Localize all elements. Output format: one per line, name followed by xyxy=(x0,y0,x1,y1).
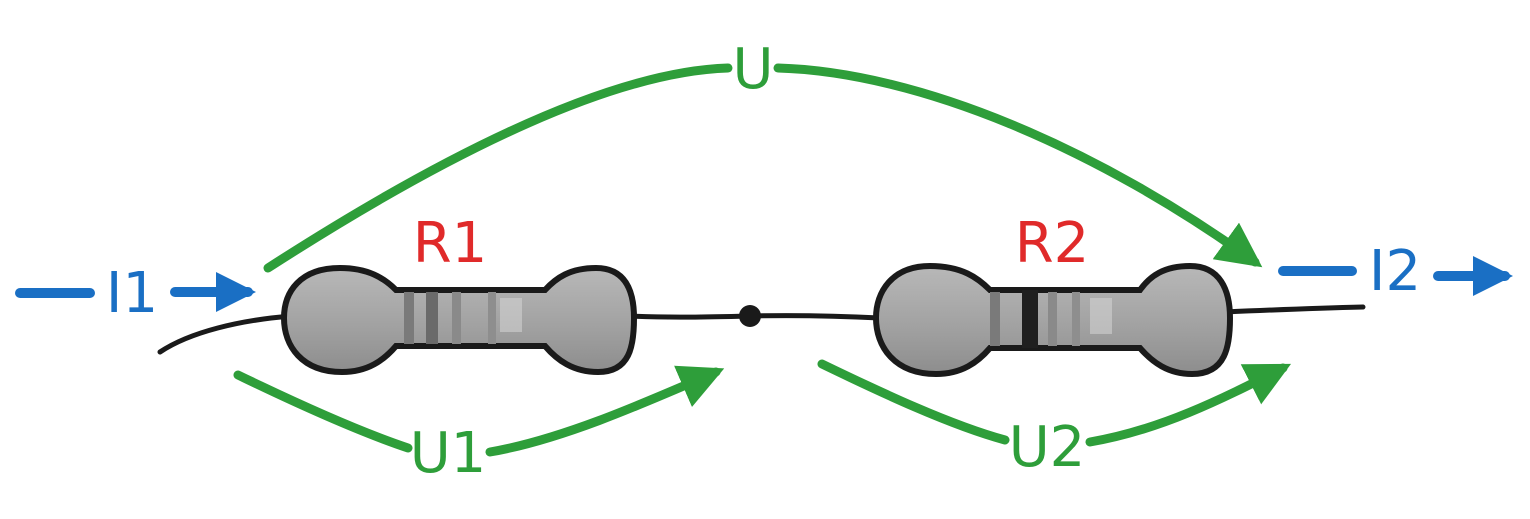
resistor-r1 xyxy=(280,264,638,376)
wire-right xyxy=(1222,304,1366,315)
resistor-r2 xyxy=(872,262,1234,378)
wire-left xyxy=(157,313,295,355)
junction-node xyxy=(739,305,761,327)
voltage-1-arc xyxy=(233,372,716,457)
current-out-label: I2 xyxy=(1369,239,1421,304)
voltage-2-label: U2 xyxy=(1009,415,1086,480)
resistor-2-label: R2 xyxy=(1015,211,1090,276)
color-band xyxy=(488,292,496,344)
voltage-total-arc xyxy=(263,63,1255,268)
color-band xyxy=(990,292,1000,346)
voltage-2-arc xyxy=(817,364,1283,447)
voltage-1-label: U1 xyxy=(410,421,487,486)
color-band xyxy=(1072,292,1080,346)
color-band xyxy=(452,292,461,344)
color-band xyxy=(404,292,414,344)
color-band xyxy=(426,292,438,344)
resistor-1-label: R1 xyxy=(413,211,488,276)
color-band xyxy=(1022,290,1038,348)
color-band xyxy=(1048,292,1057,346)
current-in-label: I1 xyxy=(106,261,158,326)
voltage-total-label: U xyxy=(733,37,774,102)
